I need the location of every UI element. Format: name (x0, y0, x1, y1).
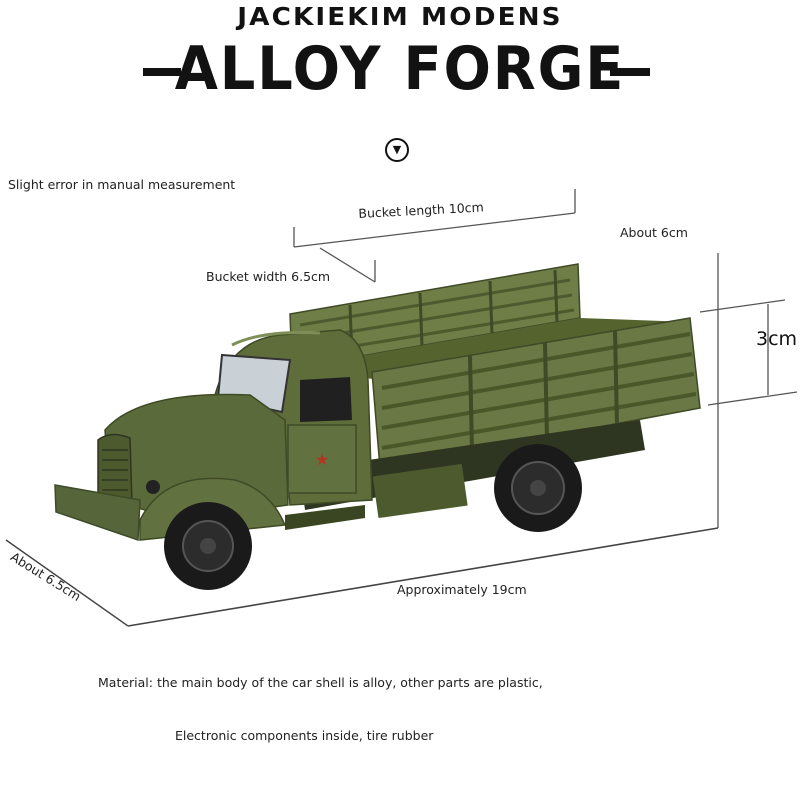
title-left-dash (143, 68, 181, 76)
height-label: About 6cm (620, 225, 688, 240)
svg-text:★: ★ (315, 450, 329, 469)
side-height-label: 3cm (756, 328, 798, 350)
width-line (5, 539, 129, 627)
side-height-bracket (699, 299, 798, 406)
material-text: Material: the main body of the car shell… (98, 675, 543, 690)
bucket-width-label: Bucket width 6.5cm (206, 269, 331, 284)
page-title: ALLOY FORGE (174, 34, 626, 104)
length-label: Approximately 19cm (397, 582, 527, 597)
bucket-length-bracket (293, 189, 576, 248)
brand-name: JACKIEKIM MODENS (237, 2, 563, 31)
electronics-text: Electronic components inside, tire rubbe… (175, 728, 434, 743)
truck-model: ★ (54, 263, 701, 590)
chevron-down-circle-icon[interactable]: ▼ (385, 138, 409, 162)
title-right-dash (610, 68, 650, 76)
bucket-width-bracket (319, 247, 376, 283)
length-line (127, 527, 719, 627)
measurement-note: Slight error in manual measurement (8, 177, 236, 192)
